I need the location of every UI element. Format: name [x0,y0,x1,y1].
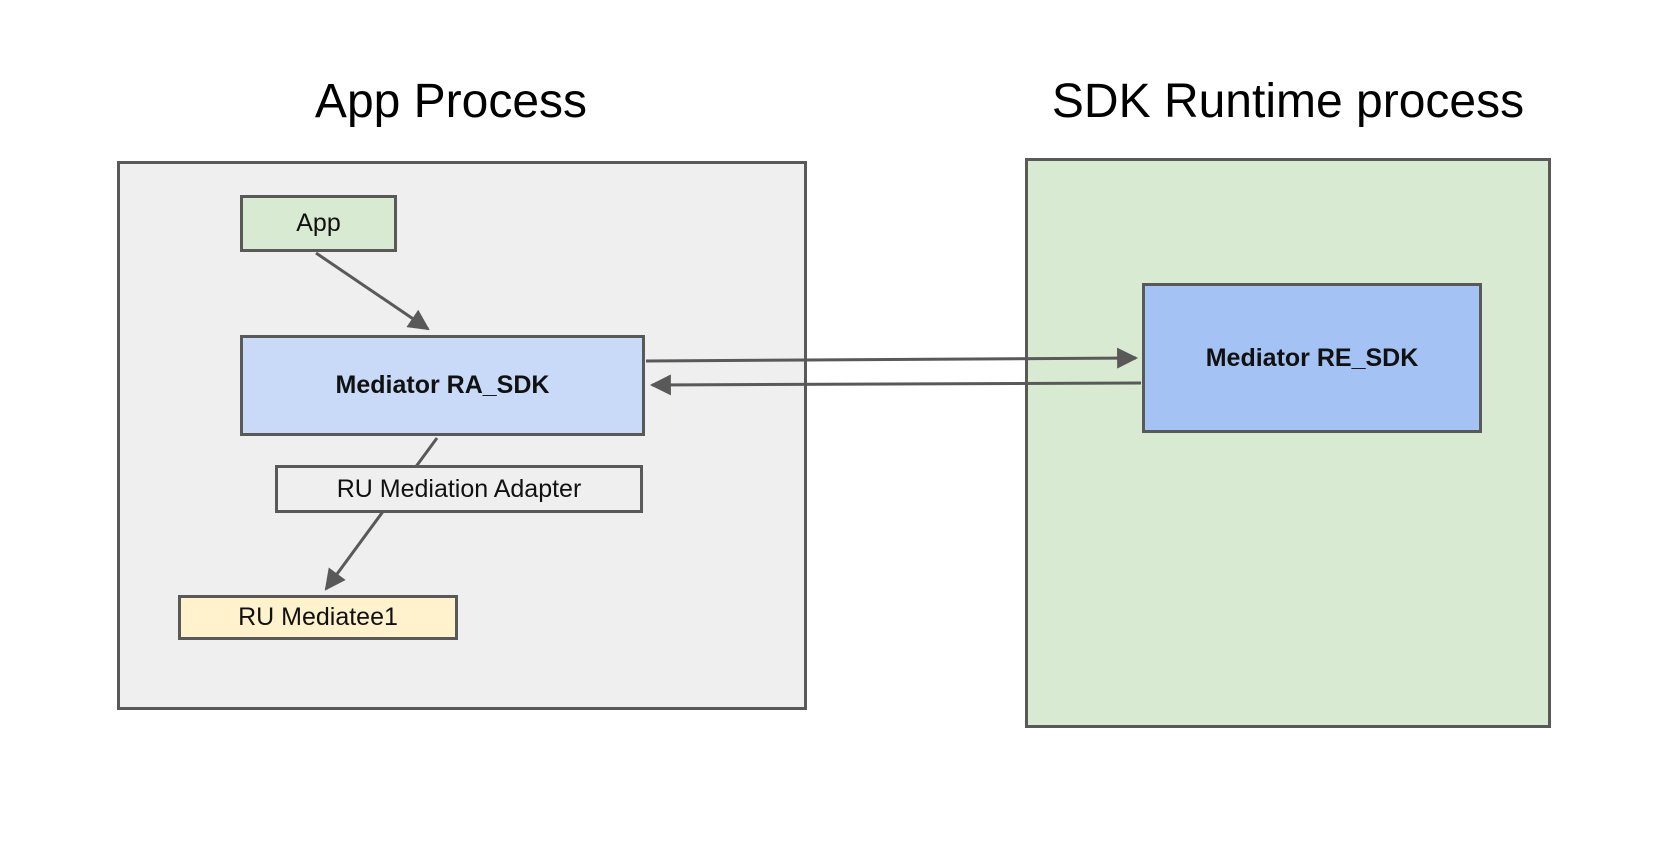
sdk-runtime-process-title: SDK Runtime process [1051,75,1525,128]
node-app: App [240,195,397,252]
node-mediator-re-sdk-label: Mediator RE_SDK [1205,343,1419,372]
node-ru-mediation-adapter: RU Mediation Adapter [275,465,643,513]
arrow-mediator-re-to-mediator-ra [649,374,1142,396]
node-mediator-ra-sdk-label: Mediator RA_SDK [335,371,550,399]
app-process-title: App Process [314,75,588,128]
node-app-label: App [296,209,341,237]
arrow-mediator-ra-to-mediator-re [645,347,1139,369]
node-ru-mediatee1-label: RU Mediatee1 [238,603,398,631]
node-ru-mediation-adapter-label: RU Mediation Adapter [336,474,582,503]
node-ru-mediatee1: RU Mediatee1 [178,595,458,640]
node-mediator-ra-sdk: Mediator RA_SDK [240,335,645,436]
sdk-runtime-container [1025,158,1551,728]
arrow-mediator-ra-to-ru-mediatee1 [324,437,439,591]
node-mediator-re-sdk: Mediator RE_SDK [1142,283,1482,433]
arrow-app-to-mediator-ra [315,251,430,331]
